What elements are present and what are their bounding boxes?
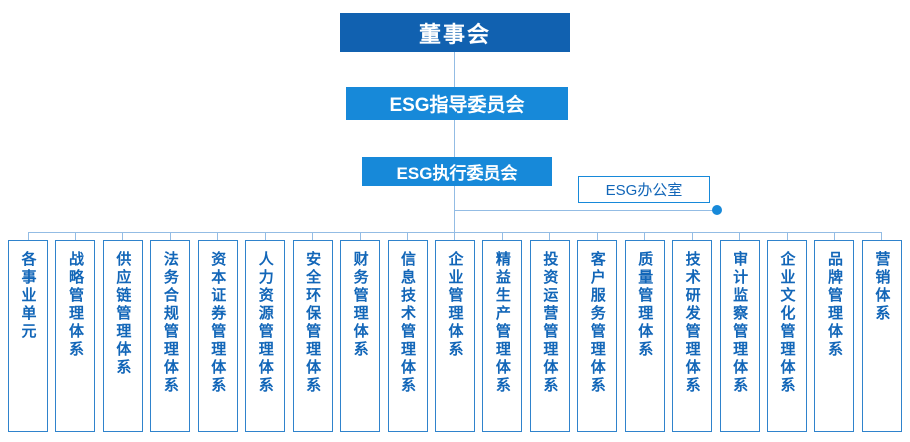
department-node: 企业文化管理体系 (767, 240, 807, 432)
department-node: 企业管理体系 (434, 240, 475, 432)
department-label: 各事业单元 (19, 251, 37, 341)
department-label: 客户服务管理体系 (588, 251, 606, 395)
esg-office-label: ESG办公室 (605, 182, 683, 199)
department-cell: 资本证券管理体系 (197, 232, 238, 432)
executive-committee-label: ESG执行委员会 (396, 164, 518, 183)
connector-stub (312, 232, 314, 240)
department-cell: 法务合规管理体系 (150, 232, 191, 432)
department-cell: 信息技术管理体系 (387, 232, 428, 432)
department-cell: 人力资源管理体系 (245, 232, 286, 432)
connector-board-steering (454, 52, 455, 87)
connector-stub (169, 232, 171, 240)
department-label: 质量管理体系 (636, 251, 654, 359)
connector-stub (644, 232, 646, 240)
branch-endpoint-dot (712, 205, 722, 215)
connector-stub (786, 232, 788, 240)
department-node: 审计监察管理体系 (719, 240, 760, 432)
steering-committee-node: ESG指导委员会 (346, 87, 568, 120)
department-label: 供应链管理体系 (114, 251, 132, 377)
department-label: 营销体系 (873, 251, 891, 323)
department-node: 客户服务管理体系 (577, 240, 618, 432)
connector-office-branch (455, 210, 716, 211)
department-cell: 品牌管理体系 (814, 232, 855, 432)
connector-stub (407, 232, 408, 240)
connector-stub (739, 232, 741, 240)
connector-stub (691, 232, 693, 240)
department-cell: 客户服务管理体系 (577, 232, 618, 432)
department-label: 企业文化管理体系 (778, 251, 796, 395)
department-node: 投资运营管理体系 (529, 240, 570, 432)
executive-committee-node: ESG执行委员会 (362, 157, 552, 186)
department-node: 品牌管理体系 (814, 240, 855, 432)
department-label: 资本证券管理体系 (209, 251, 227, 395)
connector-stub (359, 232, 361, 240)
department-label: 人力资源管理体系 (256, 251, 274, 395)
department-cell: 投资运营管理体系 (529, 232, 570, 432)
department-label: 品牌管理体系 (825, 251, 843, 359)
department-node: 质量管理体系 (624, 240, 665, 432)
department-cell: 技术研发管理体系 (672, 232, 713, 432)
department-label: 投资运营管理体系 (541, 251, 559, 395)
connector-stub (27, 232, 29, 240)
department-label: 法务合规管理体系 (161, 251, 179, 395)
department-cell: 供应链管理体系 (102, 232, 143, 432)
esg-office-node: ESG办公室 (578, 176, 710, 203)
department-node: 财务管理体系 (340, 240, 381, 432)
board-node: 董事会 (340, 13, 570, 52)
board-label: 董事会 (418, 21, 491, 47)
connector-stub (454, 232, 456, 240)
department-cell: 营销体系 (861, 232, 902, 432)
department-node: 人力资源管理体系 (245, 240, 286, 432)
department-label: 审计监察管理体系 (731, 251, 749, 395)
department-node: 营销体系 (861, 240, 902, 432)
department-node: 技术研发管理体系 (672, 240, 713, 432)
department-node: 供应链管理体系 (102, 240, 143, 432)
department-label: 企业管理体系 (446, 251, 464, 359)
department-node: 法务合规管理体系 (150, 240, 191, 432)
department-node: 资本证券管理体系 (197, 240, 238, 432)
department-label: 信息技术管理体系 (399, 251, 416, 395)
connector-stub (264, 232, 266, 240)
connector-executive-departments (454, 186, 455, 232)
department-label: 财务管理体系 (351, 251, 369, 359)
department-cell: 战略管理体系 (55, 232, 96, 432)
department-cell: 企业管理体系 (434, 232, 475, 432)
departments-row: 各事业单元 战略管理体系 供应链管理体系 法务合规管理体系 资本证券管理体系 人… (8, 232, 902, 432)
department-label: 安全环保管理体系 (304, 251, 322, 395)
department-node: 安全环保管理体系 (292, 240, 333, 432)
department-cell: 审计监察管理体系 (719, 232, 760, 432)
department-label: 精益生产管理体系 (493, 251, 511, 395)
department-cell: 质量管理体系 (624, 232, 665, 432)
connector-stub (881, 232, 883, 240)
department-node: 精益生产管理体系 (482, 240, 523, 432)
department-cell: 精益生产管理体系 (482, 232, 523, 432)
connector-stub (549, 232, 551, 240)
department-label: 技术研发管理体系 (683, 251, 701, 395)
department-node: 战略管理体系 (55, 240, 96, 432)
connector-stub (122, 232, 124, 240)
department-cell: 财务管理体系 (340, 232, 381, 432)
connector-stub (501, 232, 503, 240)
connector-stub (596, 232, 598, 240)
connector-stub (74, 232, 76, 240)
department-node: 信息技术管理体系 (387, 240, 428, 432)
connector-steering-executive (454, 120, 455, 157)
department-cell: 企业文化管理体系 (767, 232, 807, 432)
steering-committee-label: ESG指导委员会 (389, 95, 525, 116)
department-label: 战略管理体系 (66, 251, 84, 359)
department-cell: 各事业单元 (8, 232, 48, 432)
connector-stub (833, 232, 835, 240)
connector-stub (217, 232, 219, 240)
department-cell: 安全环保管理体系 (292, 232, 333, 432)
department-node: 各事业单元 (8, 240, 48, 432)
